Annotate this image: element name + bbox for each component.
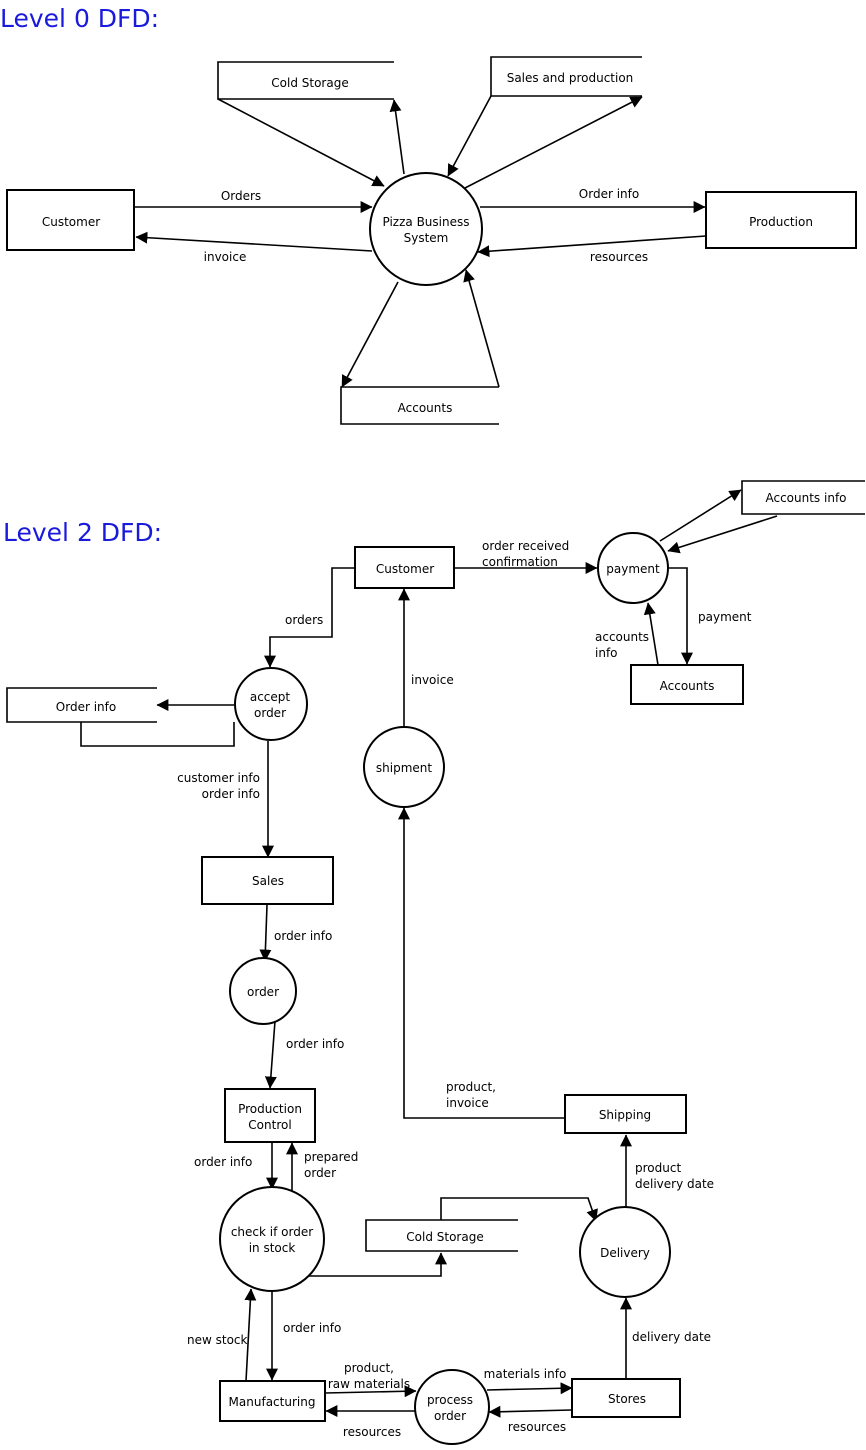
flow-order-info-label: Order info: [579, 187, 639, 201]
process-order: [229, 957, 297, 1025]
flow-order-info-4-label: order info: [283, 1321, 341, 1335]
entity-stores-label: Stores: [608, 1392, 646, 1406]
flow-resources-1-label: resources: [343, 1425, 401, 1439]
entity-customer-label: Customer: [42, 215, 100, 229]
entity-manufacturing-label: Manufacturing: [229, 1395, 316, 1409]
flow-resources-label: resources: [590, 250, 648, 264]
flow-invoice: [135, 231, 373, 252]
store-order-info: [6, 687, 157, 723]
flow-delivery-date-label: delivery date: [632, 1330, 711, 1344]
flow-orders-label: Orders: [221, 189, 261, 203]
entity-shipping: [564, 1094, 687, 1134]
flow-new-stock-label: new stock: [187, 1333, 248, 1347]
level2-heading: Level 2 DFD:: [3, 518, 162, 547]
process-accept-order: [234, 667, 308, 741]
flow-orders-label: orders: [285, 613, 323, 627]
store-accounts: [340, 386, 499, 425]
flow-check-to-cold-storage: [309, 1252, 447, 1277]
entity-production-control: [224, 1088, 316, 1143]
flow-resources-2: [488, 1405, 573, 1418]
process-shipment: [363, 726, 445, 808]
flow-cold-out: [389, 99, 405, 175]
flow-payment-label: payment: [698, 610, 752, 624]
flow-order-info-2: [264, 1020, 277, 1089]
flow-orders: [264, 567, 356, 668]
flow-resources: [477, 235, 707, 258]
process-delivery: [579, 1206, 671, 1298]
flow-cold-storage-to-delivery: [440, 1197, 598, 1222]
flow-product-invoice: [398, 807, 565, 1119]
flow-product-invoice-label: product,invoice: [446, 1080, 496, 1110]
entity-manufacturing: [219, 1380, 326, 1422]
process-shipment-label: shipment: [376, 761, 432, 775]
flow-materials-info: [486, 1382, 573, 1395]
flow-accounts-out: [463, 269, 500, 388]
level0-flows: [134, 95, 707, 388]
process-check-stock: [219, 1186, 325, 1292]
entity-stores: [571, 1378, 681, 1418]
entity-sales: [201, 856, 334, 905]
entity-production-label: Production: [749, 215, 813, 229]
process-process-order: [414, 1369, 490, 1445]
process-order-label: order: [247, 985, 279, 999]
entity-accounts-2-label: Accounts: [660, 679, 715, 693]
store-cold-storage-label: Cold Storage: [271, 76, 348, 90]
entity-shipping-label: Shipping: [599, 1108, 651, 1122]
entity-customer-2: [354, 546, 455, 589]
store-order-info-label: Order info: [56, 700, 116, 714]
entity-customer: [6, 189, 135, 251]
flow-invoice-label: invoice: [411, 673, 454, 687]
flow-payment-to-accounts-info: [659, 489, 742, 542]
flow-cold-in: [217, 98, 385, 187]
flow-sales-in: [447, 95, 492, 177]
flow-order-info-1-label: order info: [274, 929, 332, 943]
flow-product-raw-label: product,raw materials: [328, 1361, 410, 1391]
process-payment-label: payment: [606, 562, 660, 576]
entity-accounts-2: [630, 664, 744, 705]
store-cold-storage: [217, 61, 394, 100]
flow-materials-info-label: materials info: [484, 1367, 567, 1381]
store-accounts-label: Accounts: [398, 401, 453, 415]
flow-accounts-in: [341, 281, 399, 388]
flow-accounts-info: [643, 602, 659, 666]
flow-accounts-info-to-payment: [667, 515, 778, 554]
store-cold-storage-2: [365, 1219, 518, 1252]
entity-sales-label: Sales: [252, 874, 284, 888]
flow-resources-2-label: resources: [508, 1420, 566, 1434]
flow-product-raw-materials: [324, 1385, 417, 1398]
entity-customer-2-label: Customer: [376, 562, 434, 576]
flow-order-info-1: [259, 904, 272, 962]
store-sales-production: [490, 56, 642, 97]
flow-payment: [669, 567, 693, 665]
store-cold-storage-2-label: Cold Storage: [406, 1230, 483, 1244]
process-delivery-label: Delivery: [600, 1246, 650, 1260]
entity-production: [705, 191, 857, 249]
level0-heading: Level 0 DFD:: [0, 4, 159, 33]
store-accounts-info-label: Accounts info: [765, 491, 846, 505]
store-sales-production-label: Sales and production: [507, 71, 634, 85]
process-pizza-business-system: [369, 172, 483, 286]
flow-new-stock: [244, 1288, 257, 1382]
flow-invoice-label: invoice: [204, 250, 247, 264]
flow-order-info-store-return: [80, 722, 235, 747]
flow-sales-out: [464, 96, 643, 189]
store-accounts-info: [741, 480, 865, 515]
flow-order-info-2-label: order info: [286, 1037, 344, 1051]
flow-order-info-3-label: order info: [194, 1155, 252, 1169]
process-payment: [597, 532, 669, 604]
level2-flows: [80, 489, 778, 1418]
